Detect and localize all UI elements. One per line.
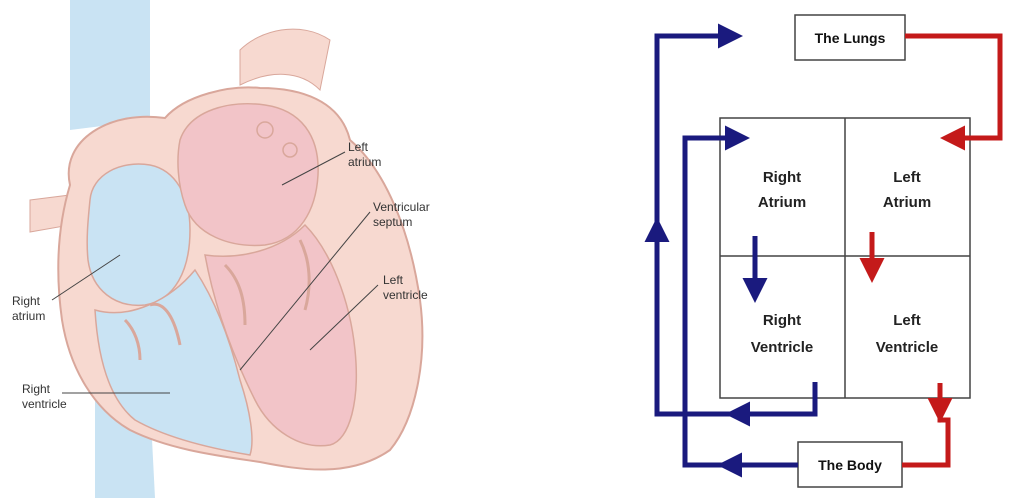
chamber-right-ventricle-line1: Right: [763, 312, 801, 329]
blood-flow-diagram: Right Atrium Left Atrium Right Ventricle…: [620, 0, 1015, 498]
label-right-ventricle-line2: ventricle: [22, 397, 67, 411]
chamber-left-atrium-line2: Atrium: [883, 194, 931, 211]
aorta-top: [240, 29, 330, 90]
flow-lungs-to-left-atrium: [905, 36, 1000, 138]
label-left-ventricle-line1: Left: [383, 273, 404, 287]
label-right-atrium-line2: atrium: [12, 309, 45, 323]
left-atrium-chamber: [178, 104, 318, 246]
heart-anatomy-svg: Left atrium Ventricular septum Left vent…: [0, 0, 470, 498]
lungs-label: The Lungs: [815, 30, 886, 46]
label-ventricular-septum-line1: Ventricular: [373, 200, 430, 214]
heart-anatomy-illustration: Left atrium Ventricular septum Left vent…: [0, 0, 470, 498]
body-label: The Body: [818, 457, 882, 473]
chamber-right-ventricle-line2: Ventricle: [751, 339, 814, 356]
chamber-left-atrium-line1: Left: [893, 169, 921, 186]
label-left-ventricle-line2: ventricle: [383, 288, 428, 302]
vena-cava-top: [70, 0, 150, 130]
label-left-atrium-line1: Left: [348, 140, 369, 154]
right-atrium-chamber: [87, 164, 190, 305]
blood-flow-svg: Right Atrium Left Atrium Right Ventricle…: [620, 0, 1015, 498]
label-right-ventricle-line1: Right: [22, 382, 51, 396]
label-right-atrium-line1: Right: [12, 294, 41, 308]
label-left-atrium-line2: atrium: [348, 155, 381, 169]
chamber-left-ventricle-line2: Ventricle: [876, 339, 939, 356]
chamber-right-atrium-line2: Atrium: [758, 194, 806, 211]
flow-right-ventricle-to-lungs: [657, 36, 815, 414]
chamber-left-ventricle-line1: Left: [893, 312, 921, 329]
chamber-right-atrium-line1: Right: [763, 169, 801, 186]
label-ventricular-septum-line2: septum: [373, 215, 412, 229]
